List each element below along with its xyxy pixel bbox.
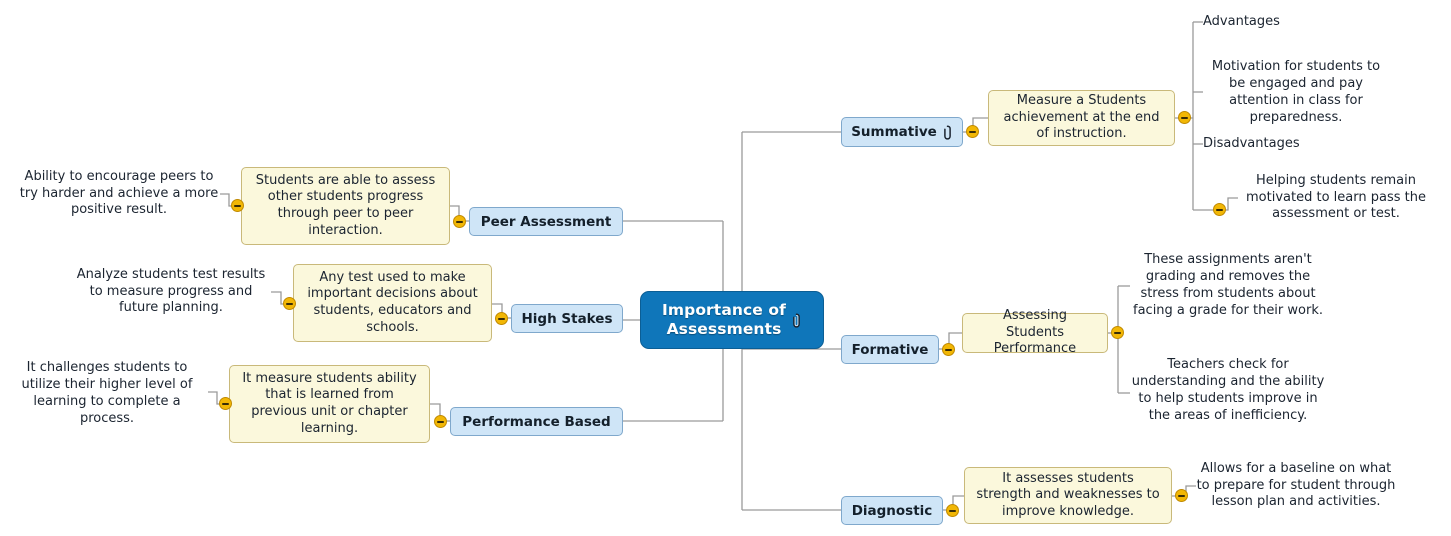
branch-label-high-stakes: High Stakes <box>521 310 613 327</box>
note-peer-assessment[interactable]: Students are able to assess other studen… <box>241 167 450 245</box>
collapse-toggle-performance-based[interactable] <box>434 415 447 428</box>
collapse-toggle-high-stakes[interactable] <box>495 312 508 325</box>
branch-label-peer-assessment: Peer Assessment <box>480 213 612 230</box>
collapse-toggle-summative[interactable] <box>966 125 979 138</box>
collapse-toggle-formative[interactable] <box>942 343 955 356</box>
collapse-toggle-performance-based-note[interactable] <box>219 397 232 410</box>
collapse-toggle-formative-note[interactable] <box>1111 326 1124 339</box>
branch-node-high-stakes[interactable]: High Stakes <box>511 304 623 333</box>
branch-label-diagnostic: Diagnostic <box>851 502 933 519</box>
paperclip-icon <box>942 124 953 140</box>
leaf-formative-1-label: These assignments aren't grading and rem… <box>1133 252 1323 318</box>
collapse-toggle-peer-assessment-note[interactable] <box>231 199 244 212</box>
branch-node-peer-assessment[interactable]: Peer Assessment <box>469 207 623 236</box>
leaf-advantages[interactable]: Advantages <box>1203 12 1373 32</box>
branch-node-formative[interactable]: Formative <box>841 335 939 364</box>
branch-node-performance-based[interactable]: Performance Based <box>450 407 623 436</box>
leaf-advantages-detail[interactable]: Motivation for students to be engaged an… <box>1203 59 1389 126</box>
note-summative-text: Measure a Students achievement at the en… <box>1003 93 1160 142</box>
leaf-high-stakes-1[interactable]: Analyze students test results to measure… <box>70 262 272 322</box>
note-formative[interactable]: Assessing Students Performance <box>962 308 1108 356</box>
note-high-stakes[interactable]: Any test used to make important decision… <box>293 264 492 342</box>
branch-label-performance-based: Performance Based <box>462 413 611 430</box>
leaf-peer-assessment-1-label: Ability to encourage peers to try harder… <box>19 168 219 218</box>
collapse-toggle-summative-note[interactable] <box>1178 111 1191 124</box>
leaf-performance-based-1[interactable]: It challenges students to utilize their … <box>6 355 208 433</box>
note-peer-assessment-text: Students are able to assess other studen… <box>255 172 436 238</box>
leaf-disadvantages-detail-label: Helping students remain motivated to lea… <box>1246 172 1426 222</box>
note-diagnostic[interactable]: It assesses students strength and weakne… <box>964 467 1172 524</box>
note-diagnostic-text: It assesses students strength and weakne… <box>976 470 1160 519</box>
leaf-performance-based-1-label: It challenges students to utilize their … <box>21 360 193 426</box>
leaf-diagnostic-1[interactable]: Allows for a baseline on what to prepare… <box>1196 447 1396 525</box>
branch-label-summative: Summative <box>851 124 937 140</box>
leaf-formative-2[interactable]: Teachers check for understanding and the… <box>1130 343 1326 439</box>
leaf-diagnostic-1-label: Allows for a baseline on what to prepare… <box>1196 460 1396 510</box>
note-high-stakes-text: Any test used to make important decision… <box>307 269 478 335</box>
leaf-peer-assessment-1[interactable]: Ability to encourage peers to try harder… <box>18 164 220 224</box>
leaf-formative-1[interactable]: These assignments aren't grading and rem… <box>1130 238 1326 334</box>
note-summative[interactable]: Measure a Students achievement at the en… <box>988 90 1175 146</box>
leaf-high-stakes-1-label: Analyze students test results to measure… <box>76 266 266 316</box>
leaf-disadvantages[interactable]: Disadvantages <box>1203 134 1373 154</box>
leaf-advantages-label: Advantages <box>1203 13 1280 29</box>
collapse-toggle-peer-assessment[interactable] <box>453 215 466 228</box>
collapse-toggle-summative-children[interactable] <box>1213 203 1226 216</box>
branch-label-formative: Formative <box>851 341 929 358</box>
collapse-toggle-diagnostic-note[interactable] <box>1175 489 1188 502</box>
leaf-disadvantages-label: Disadvantages <box>1203 135 1300 151</box>
leaf-advantages-detail-label: Motivation for students to be engaged an… <box>1211 59 1381 125</box>
collapse-toggle-diagnostic[interactable] <box>946 504 959 517</box>
collapse-toggle-high-stakes-note[interactable] <box>283 297 296 310</box>
branch-node-diagnostic[interactable]: Diagnostic <box>841 496 943 525</box>
note-formative-text: Assessing Students Performance <box>993 308 1077 357</box>
leaf-formative-2-label: Teachers check for understanding and the… <box>1131 357 1325 423</box>
note-performance-based-text: It measure students ability that is lear… <box>242 370 417 436</box>
paperclip-icon <box>791 312 802 328</box>
note-performance-based[interactable]: It measure students ability that is lear… <box>229 365 430 443</box>
leaf-disadvantages-detail[interactable]: Helping students remain motivated to lea… <box>1238 165 1434 231</box>
branch-node-summative[interactable]: Summative <box>841 117 963 147</box>
